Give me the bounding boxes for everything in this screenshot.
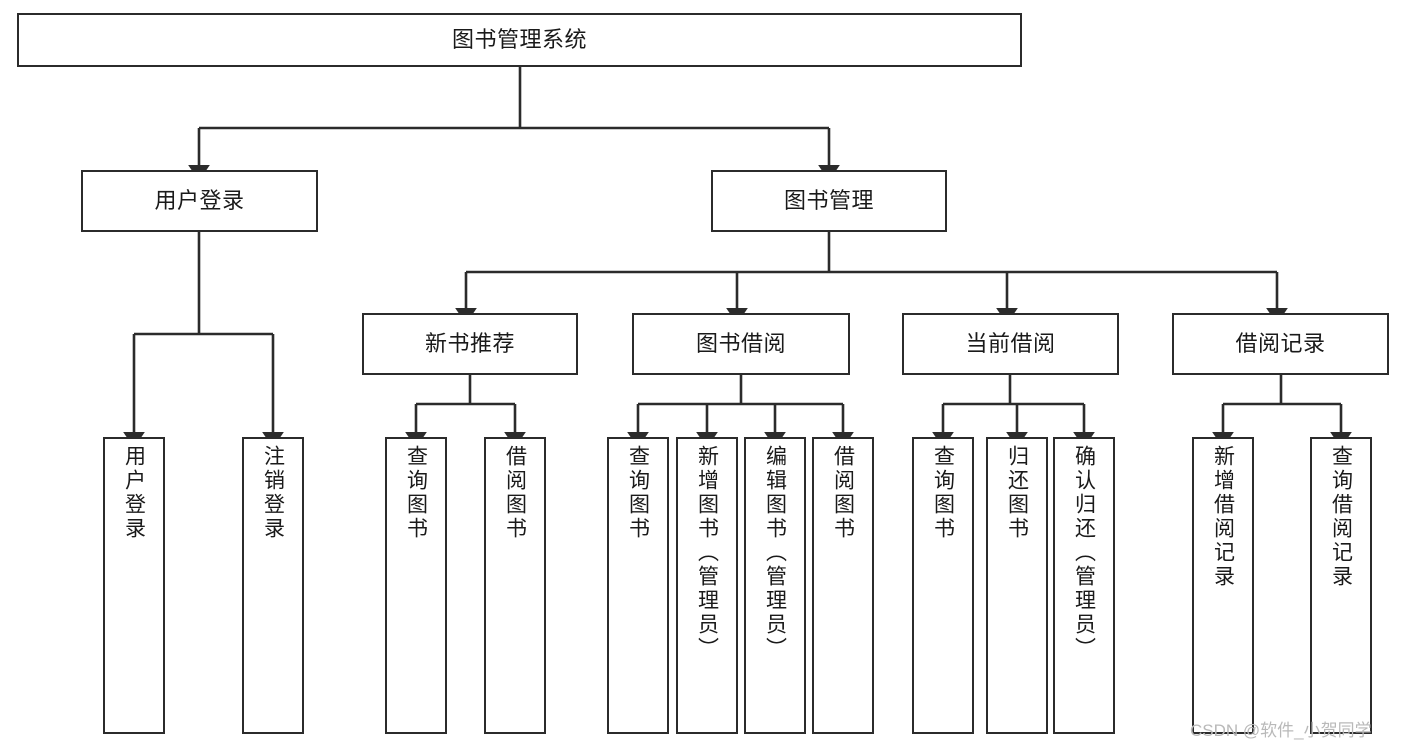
node-return-book[interactable]: 归还图书 (986, 437, 1048, 734)
node-root[interactable]: 图书管理系统 (17, 13, 1022, 67)
node-label: 注销登录 (261, 445, 285, 541)
node-edit-book-admin[interactable]: 编辑图书（管理员） (744, 437, 806, 734)
node-label: 查询图书 (626, 445, 650, 541)
node-label: 当前借阅 (965, 331, 1056, 357)
node-query-borrow-record[interactable]: 查询借阅记录 (1310, 437, 1372, 734)
node-label: 图书借阅 (695, 331, 786, 357)
node-label: 用户登录 (122, 445, 146, 541)
node-current-borrow[interactable]: 当前借阅 (902, 313, 1119, 375)
node-query-book-borrow[interactable]: 查询图书 (607, 437, 669, 734)
node-label: 查询借阅记录 (1329, 445, 1353, 589)
node-book-borrow[interactable]: 图书借阅 (632, 313, 850, 375)
node-label: 归还图书 (1005, 445, 1029, 541)
node-book-management[interactable]: 图书管理 (711, 170, 947, 232)
node-label: 图书管理 (783, 188, 874, 214)
node-label: 借阅记录 (1235, 331, 1326, 357)
node-confirm-return-admin[interactable]: 确认归还（管理员） (1053, 437, 1115, 734)
watermark-text: CSDN @软件_小贺同学 (1190, 721, 1372, 740)
node-label: 用户登录 (154, 188, 245, 214)
node-user-login-action[interactable]: 用户登录 (103, 437, 165, 734)
node-query-book-current[interactable]: 查询图书 (912, 437, 974, 734)
node-add-borrow-record[interactable]: 新增借阅记录 (1192, 437, 1254, 734)
node-label: 借阅图书 (831, 445, 855, 541)
node-borrow-book-action[interactable]: 借阅图书 (812, 437, 874, 734)
node-label: 查询图书 (931, 445, 955, 541)
node-label: 编辑图书（管理员） (763, 445, 787, 661)
node-user-login[interactable]: 用户登录 (81, 170, 318, 232)
node-label: 图书管理系统 (451, 27, 587, 53)
node-label: 借阅图书 (503, 445, 527, 541)
node-label: 查询图书 (404, 445, 428, 541)
node-label: 新书推荐 (424, 331, 515, 357)
node-new-book-recommend[interactable]: 新书推荐 (362, 313, 578, 375)
node-label: 确认归还（管理员） (1072, 445, 1096, 661)
node-borrow-record[interactable]: 借阅记录 (1172, 313, 1389, 375)
node-label: 新增借阅记录 (1211, 445, 1235, 589)
node-query-book-recommend[interactable]: 查询图书 (385, 437, 447, 734)
node-borrow-book-recommend[interactable]: 借阅图书 (484, 437, 546, 734)
node-label: 新增图书（管理员） (695, 445, 719, 661)
node-logout-action[interactable]: 注销登录 (242, 437, 304, 734)
node-add-book-admin[interactable]: 新增图书（管理员） (676, 437, 738, 734)
